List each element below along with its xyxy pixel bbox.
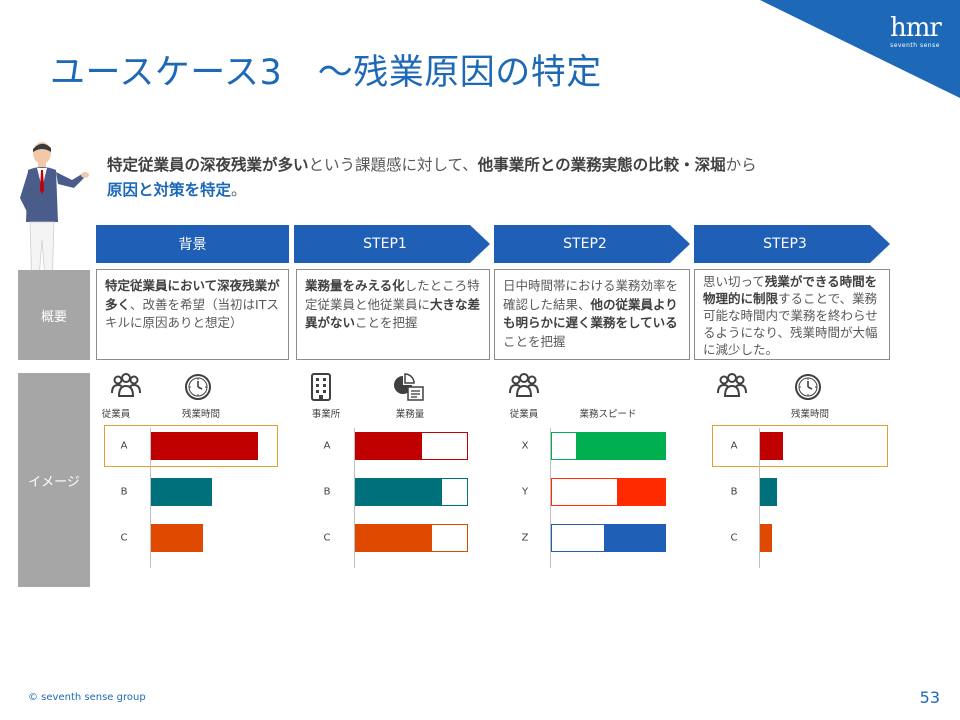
image-panel-background: 従業員 残業時間 A B C (101, 372, 294, 572)
column-caption: 業務スピード (579, 409, 637, 420)
chart-bar (760, 524, 772, 552)
step-description: 業務量をみえる化したところ特定従業員と他従業員に大きな差異がないことを把握 (296, 269, 490, 360)
corner-decoration (760, 0, 960, 98)
chart-bar (355, 432, 470, 460)
chart-bar (760, 478, 778, 506)
column-caption: 残業時間 (181, 409, 221, 420)
row-label: Y (521, 486, 529, 498)
desc-text: 日中時間帯における業務効率を確認した結果、 (503, 278, 679, 312)
logo-subtitle: seventh sense (890, 42, 940, 49)
footer-copyright: © seventh sense group (28, 692, 146, 703)
row-label: B (323, 486, 331, 498)
people-icon (109, 372, 143, 402)
chart-axis (150, 428, 151, 568)
lead-emph-3: 原因と対策を特定 (107, 181, 232, 199)
bar-segment-secondary (576, 432, 666, 460)
row-label: A (730, 440, 738, 452)
lead-normal-2: から (725, 156, 757, 174)
row-label: A (120, 440, 128, 452)
people-icon (715, 372, 749, 402)
step-description: 日中時間帯における業務効率を確認した結果、他の従業員よりも明らかに遅く業務をして… (494, 269, 690, 360)
company-logo: hmr seventh sense (890, 13, 942, 50)
desc-emphasis: 残業ができる時間を物理的に制限 (703, 274, 878, 306)
people-icon (507, 372, 541, 402)
row-label: Z (521, 532, 529, 544)
step-header-background: 背景 (96, 225, 289, 263)
image-panel-step3: 残業時間 A B C (706, 372, 888, 572)
lead-normal-1: という課題感に対して、 (308, 156, 478, 174)
summary-row-label: 概要 (18, 270, 90, 360)
bar-segment-secondary (442, 478, 468, 506)
desc-emphasis: 業務量をみえる化 (305, 278, 405, 293)
desc-text: ことを把握 (355, 315, 418, 330)
column-caption: 事業所 (311, 409, 341, 420)
step-header-step2: STEP2 (494, 225, 690, 263)
desc-emphasis: 特定従業員において深夜残業が多く (105, 278, 280, 312)
bar-segment-secondary (616, 478, 666, 506)
page-title: ユースケース3 ～残業原因の特定 (50, 53, 602, 93)
bar-segment-primary (355, 432, 422, 460)
lead-emph-1: 特定従業員の深夜残業が多い (107, 156, 309, 174)
column-caption: 従業員 (101, 409, 131, 420)
chart-bar (151, 478, 212, 506)
chart-bar (151, 432, 258, 460)
bar-segment-secondary (432, 524, 468, 552)
clock-icon (183, 372, 217, 402)
chart-bar (151, 524, 203, 552)
logo-mark-text: hmr (890, 13, 942, 43)
desc-text: ことを把握 (503, 333, 566, 349)
clock-icon (793, 372, 827, 402)
column-caption: 業務量 (395, 409, 425, 420)
row-label: C (120, 532, 128, 544)
row-label: C (323, 532, 331, 544)
chart-bar (355, 478, 470, 506)
desc-emphasis: 他の従業員よりも明らかに遅く業務をしている (503, 296, 678, 331)
step-description: 特定従業員において深夜残業が多く、改善を希望（当初はITスキルに原因ありと想定） (96, 269, 289, 360)
highlight-frame (104, 425, 278, 467)
chart-axis (759, 428, 760, 568)
image-panel-step2: 従業員 業務スピード X Y Z (504, 372, 679, 572)
row-label: B (730, 486, 738, 498)
step-header-step1: STEP1 (294, 225, 490, 263)
column-caption: 従業員 (509, 409, 539, 420)
desc-emphasis: 大きな差異がない (305, 296, 481, 331)
desc-text: することで、業務可能な時間内で業務を終わらせるようになり、残業時間が大幅に減少し… (703, 291, 878, 357)
chart-axis (354, 428, 355, 568)
chart-bar (551, 524, 666, 552)
bar-segment-primary (551, 432, 577, 460)
desc-text: したところ特定従業員と他従業員に (305, 278, 480, 312)
chart-bar (551, 432, 666, 460)
image-panel-step1: 事業所 業務量 A B C (306, 372, 481, 572)
bar-segment-secondary (421, 432, 468, 460)
step-header-step3: STEP3 (694, 225, 890, 263)
image-row-label: イメージ (18, 373, 90, 587)
step-description: 思い切って残業ができる時間を物理的に制限することで、業務可能な時間内で業務を終わ… (694, 269, 890, 360)
row-label: A (323, 440, 331, 452)
document-chart-icon (393, 372, 427, 402)
lead-text: 特定従業員の深夜残業が多いという課題感に対して、他事業所との業務実態の比較・深堀… (107, 153, 907, 203)
bar-segment-secondary (603, 524, 666, 552)
column-caption: 残業時間 (790, 409, 830, 420)
bar-segment-primary (551, 524, 604, 552)
highlight-frame (712, 425, 888, 467)
chart-bar (760, 432, 783, 460)
page-number: 53 (919, 688, 940, 707)
row-label: B (120, 486, 128, 498)
desc-text: 、改善を希望（当初はITスキルに原因ありと想定） (105, 296, 279, 331)
chart-bar (551, 478, 666, 506)
row-label: C (730, 532, 738, 544)
bar-segment-primary (355, 524, 433, 552)
bar-segment-primary (551, 478, 617, 506)
lead-normal-3: 。 (231, 181, 247, 199)
lead-emph-2: 他事業所との業務実態の比較・深堀 (477, 156, 726, 174)
row-label: X (521, 440, 529, 452)
bar-segment-primary (355, 478, 443, 506)
building-icon (309, 372, 343, 402)
desc-text: 思い切って (703, 274, 765, 289)
chart-axis (550, 428, 551, 568)
chart-bar (355, 524, 470, 552)
